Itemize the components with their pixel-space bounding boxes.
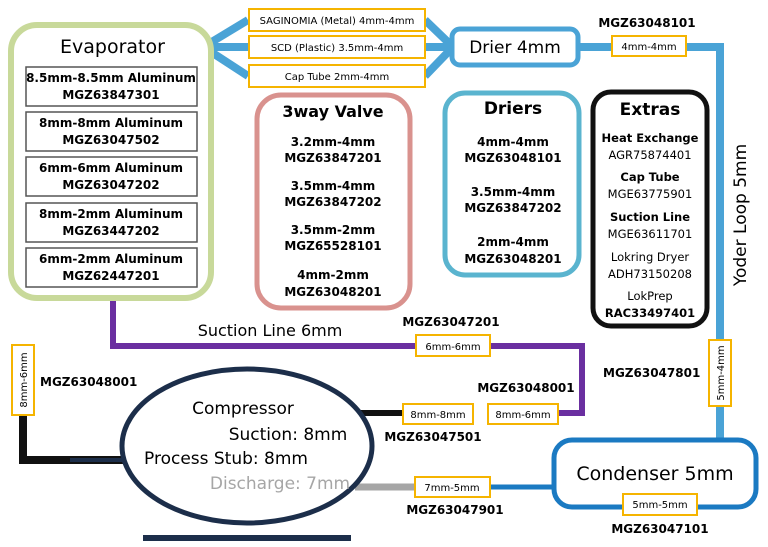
evaporator-item-part: MGZ63047502 — [62, 133, 159, 147]
drier-box — [449, 26, 581, 68]
valve-item-size: 3.2mm-4mm — [291, 135, 376, 149]
evaporator-item-box — [25, 156, 198, 197]
extras-item-part: RAC33497401 — [605, 306, 695, 320]
suction-tag2 — [487, 403, 559, 425]
evaporator-item-part: MGZ62447201 — [62, 269, 159, 283]
compressor-discharge: Discharge: 7mm — [210, 474, 350, 494]
yoder-loop-label: Yoder Loop 5mm — [731, 144, 751, 287]
evaporator-item-size: 6mm-6mm Aluminum — [39, 161, 183, 175]
driers-item-size: 4mm-4mm — [477, 135, 549, 149]
suction-line-label: Suction Line 6mm — [198, 321, 343, 340]
evaporator-item-box — [25, 202, 198, 243]
valve-item-part: MGZ63847201 — [284, 151, 381, 165]
discharge-tag-part: MGZ63047901 — [406, 503, 503, 517]
drier-tag-label: 4mm-4mm — [621, 42, 676, 53]
drier-group: Drier 4mm MGZ63048101 4mm-4mm — [449, 16, 696, 68]
pipe-process-stub — [19, 345, 130, 464]
pipe-suction-line — [110, 298, 585, 416]
extras-item-part: MGE63775901 — [608, 187, 693, 201]
valve-box — [254, 92, 413, 311]
saginomia-tag-label: SAGINOMIA (Metal) 4mm-4mm — [260, 16, 415, 27]
evaporator-group: Evaporator 8.5mm-8.5mm Aluminum MGZ63847… — [8, 22, 214, 301]
evaporator-item-size: 6mm-2mm Aluminum — [39, 252, 183, 266]
drier-part: MGZ63048101 — [598, 16, 695, 30]
extras-title: Extras — [620, 100, 681, 120]
evaporator-item-box — [25, 111, 198, 152]
suction-line-tag — [415, 334, 491, 357]
evaporator-item-part: MGZ63447202 — [62, 224, 159, 238]
driers-box — [442, 90, 582, 278]
driers-item-part: MGZ63847202 — [464, 201, 561, 215]
condenser-part: MGZ63047101 — [611, 522, 708, 536]
valve-item-size: 3.5mm-4mm — [291, 179, 376, 193]
evaporator-item-size: 8mm-2mm Aluminum — [39, 207, 183, 221]
captube-tag — [248, 64, 426, 88]
suction-tag1-label: 8mm-8mm — [410, 410, 465, 421]
driers-item-size: 3.5mm-4mm — [471, 185, 556, 199]
evaporator-item-box — [25, 247, 198, 288]
extras-group: Extras Heat Exchange AGR75874401 Cap Tub… — [590, 89, 710, 329]
driers-title: Driers — [484, 99, 542, 119]
compressor-body — [119, 366, 375, 526]
extras-item-part: ADH73150208 — [608, 267, 692, 281]
yoder-tag — [708, 339, 732, 407]
driers-item-part: MGZ63048101 — [464, 151, 561, 165]
valve-item-part: MGZ63048201 — [284, 285, 381, 299]
pipe-saginomia-to-drier — [422, 17, 455, 49]
discharge-tag-label: 7mm-5mm — [424, 483, 479, 494]
pipe-captube-to-drier — [422, 45, 455, 79]
discharge-tag — [414, 476, 491, 498]
extras-item-name: Suction Line — [610, 210, 690, 224]
top-tags: SAGINOMIA (Metal) 4mm-4mm SCD (Plastic) … — [248, 8, 426, 88]
evaporator-title: Evaporator — [60, 36, 165, 58]
valve-item-part: MGZ65528101 — [284, 239, 381, 253]
left-pipe-part: MGZ63048001 — [40, 375, 137, 389]
drier-label: Drier 4mm — [469, 38, 561, 58]
captube-tag-label: Cap Tube 2mm-4mm — [285, 72, 390, 83]
evaporator-item-size: 8mm-8mm Aluminum — [39, 116, 183, 130]
driers-item-part: MGZ63048201 — [464, 252, 561, 266]
extras-item-name: Heat Exchange — [602, 131, 699, 145]
suction-tag2-label: 8mm-6mm — [495, 410, 550, 421]
driers-group: Driers 4mm-4mm MGZ63048101 3.5mm-4mm MGZ… — [442, 90, 582, 278]
extras-item-part: AGR75874401 — [608, 148, 691, 162]
scd-tag — [248, 35, 426, 59]
evaporator-item-part: MGZ63047202 — [62, 178, 159, 192]
valve-title: 3way Valve — [282, 102, 383, 121]
condenser-tag-label: 5mm-5mm — [632, 500, 687, 511]
condenser-label: Condenser 5mm — [576, 463, 733, 485]
drier-tag — [611, 35, 687, 57]
suction-line-tag-label: 6mm-6mm — [425, 342, 480, 353]
suction-tag2-part: MGZ63048001 — [477, 381, 574, 395]
compressor-title: Compressor — [192, 399, 294, 419]
driers-item-size: 2mm-4mm — [477, 235, 549, 249]
evaporator-item-box — [25, 66, 198, 107]
extras-item-name: Cap Tube — [620, 170, 679, 184]
compressor-group: Compressor Suction: 8mm Process Stub: 8m… — [119, 366, 375, 526]
condenser-tag — [622, 493, 698, 516]
left-pipe-tag-label: 8mm-6mm — [19, 352, 30, 407]
suction-line-part: MGZ63047201 — [402, 315, 499, 329]
suction-tag1-part: MGZ63047501 — [384, 430, 481, 444]
scd-tag-label: SCD (Plastic) 3.5mm-4mm — [271, 43, 403, 54]
valve-item-size: 3.5mm-2mm — [291, 223, 376, 237]
valve-item-size: 4mm-2mm — [297, 268, 369, 282]
yoder-tag-part: MGZ63047801 — [603, 366, 700, 380]
extras-item-part: MGE63611701 — [608, 227, 693, 241]
extras-box — [590, 89, 710, 329]
evaporator-item-size: 8.5mm-8.5mm Aluminum — [26, 71, 196, 85]
evaporator-item-part: MGZ63847301 — [62, 88, 159, 102]
suction-tag1 — [402, 403, 474, 425]
valve-item-part: MGZ63847202 — [284, 195, 381, 209]
left-pipe-tag — [11, 344, 35, 416]
compressor-process: Process Stub: 8mm — [144, 449, 308, 469]
condenser-group: Condenser 5mm 5mm-5mm MGZ63047101 — [551, 437, 759, 536]
yoder-tag-label: 5mm-4mm — [716, 345, 727, 400]
extras-item-name: Lokring Dryer — [611, 250, 690, 264]
extras-item-name: LokPrep — [627, 289, 672, 303]
compressor-suction: Suction: 8mm — [229, 425, 348, 445]
valve-group: 3way Valve 3.2mm-4mm MGZ63847201 3.5mm-4… — [254, 92, 413, 311]
saginomia-tag — [248, 8, 426, 32]
